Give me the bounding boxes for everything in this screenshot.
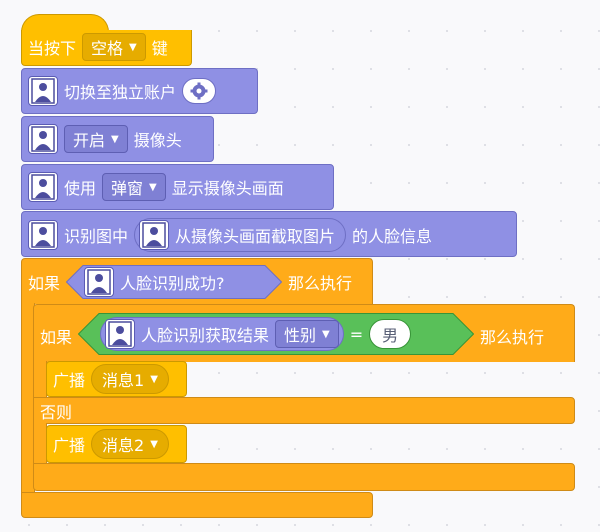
else-bar: 否则: [33, 397, 575, 424]
display-mode-value: 弹窗: [111, 179, 144, 198]
recognize-face-block[interactable]: 识别图中 从摄像头画面截取图片 的人脸信息: [21, 211, 517, 257]
broadcast-block-1[interactable]: 广播 消息1 ▼: [46, 361, 187, 397]
face-recognition-icon: [28, 76, 58, 106]
switch-account-label: 切换至独立账户: [64, 83, 177, 102]
hat-suffix: 键: [151, 39, 168, 58]
attribute-value: 性别: [284, 326, 317, 345]
if-keyword: 如果: [28, 274, 61, 293]
face-result-label: 人脸识别获取结果: [141, 326, 270, 345]
face-recognition-icon: [28, 124, 58, 154]
gender-equals-condition[interactable]: 人脸识别获取结果 性别 ▼ = 男: [78, 313, 475, 355]
if-block-outer[interactable]: 如果 人脸识别成功? 那么执行: [21, 258, 373, 304]
show-camera-block[interactable]: 使用 弹窗 ▼ 显示摄像头画面: [21, 164, 334, 210]
capture-image-label: 从摄像头画面截取图片: [175, 227, 336, 246]
then-keyword: 那么执行: [480, 328, 545, 347]
chevron-down-icon: ▼: [322, 328, 330, 340]
chevron-down-icon: ▼: [150, 438, 158, 450]
gear-icon[interactable]: [182, 78, 217, 104]
compare-value: 男: [382, 326, 399, 345]
face-recognition-icon: [84, 267, 115, 297]
recognize-prefix: 识别图中: [64, 227, 129, 246]
if-outer-bottom: [21, 492, 373, 518]
camera-state-value: 开启: [73, 131, 106, 150]
face-recognition-icon: [28, 172, 58, 202]
message-value: 消息1: [102, 371, 145, 390]
camera-toggle-block[interactable]: 开启 ▼ 摄像头: [21, 116, 214, 162]
if-else-bottom: [33, 463, 575, 491]
message-dropdown[interactable]: 消息2 ▼: [91, 429, 169, 459]
if-else-block[interactable]: 如果 人脸识别获取结果 性别 ▼ = 男 那么执行: [33, 304, 575, 362]
camera-label: 摄像头: [133, 131, 182, 150]
show-camera-label: 显示摄像头画面: [171, 179, 284, 198]
broadcast-label: 广播: [53, 371, 86, 390]
key-dropdown[interactable]: 空格 ▼: [82, 33, 146, 61]
attribute-dropdown[interactable]: 性别 ▼: [275, 320, 339, 348]
chevron-down-icon: ▼: [150, 373, 158, 385]
display-mode-dropdown[interactable]: 弹窗 ▼: [102, 173, 166, 201]
if-keyword: 如果: [40, 328, 73, 347]
message-value: 消息2: [102, 436, 145, 455]
face-recognition-icon: [139, 220, 170, 250]
camera-state-dropdown[interactable]: 开启 ▼: [64, 125, 128, 153]
when-key-pressed-block[interactable]: 当按下 空格 ▼ 键: [21, 30, 192, 66]
compare-value-input[interactable]: 男: [369, 319, 412, 349]
face-success-condition[interactable]: 人脸识别成功?: [66, 265, 283, 299]
key-value: 空格: [91, 39, 124, 58]
chevron-down-icon: ▼: [111, 133, 119, 145]
if-else-arm-top: [33, 361, 47, 399]
capture-image-reporter[interactable]: 从摄像头画面截取图片: [134, 218, 347, 252]
broadcast-block-2[interactable]: 广播 消息2 ▼: [46, 425, 187, 463]
recognize-suffix: 的人脸信息: [352, 227, 433, 246]
face-recognition-icon: [105, 319, 136, 349]
chevron-down-icon: ▼: [149, 181, 157, 193]
message-dropdown[interactable]: 消息1 ▼: [91, 364, 169, 394]
hat-prefix: 当按下: [28, 39, 77, 58]
broadcast-label: 广播: [53, 436, 86, 455]
if-else-arm-bottom: [33, 423, 47, 465]
then-keyword: 那么执行: [288, 274, 353, 293]
face-result-reporter[interactable]: 人脸识别获取结果 性别 ▼: [100, 317, 344, 351]
switch-account-block[interactable]: 切换至独立账户: [21, 68, 258, 114]
face-success-label: 人脸识别成功?: [120, 274, 225, 293]
equals-sign: =: [349, 324, 364, 344]
face-recognition-icon: [28, 220, 58, 250]
chevron-down-icon: ▼: [129, 41, 137, 53]
show-camera-prefix: 使用: [64, 179, 97, 198]
else-keyword: 否则: [40, 403, 73, 422]
